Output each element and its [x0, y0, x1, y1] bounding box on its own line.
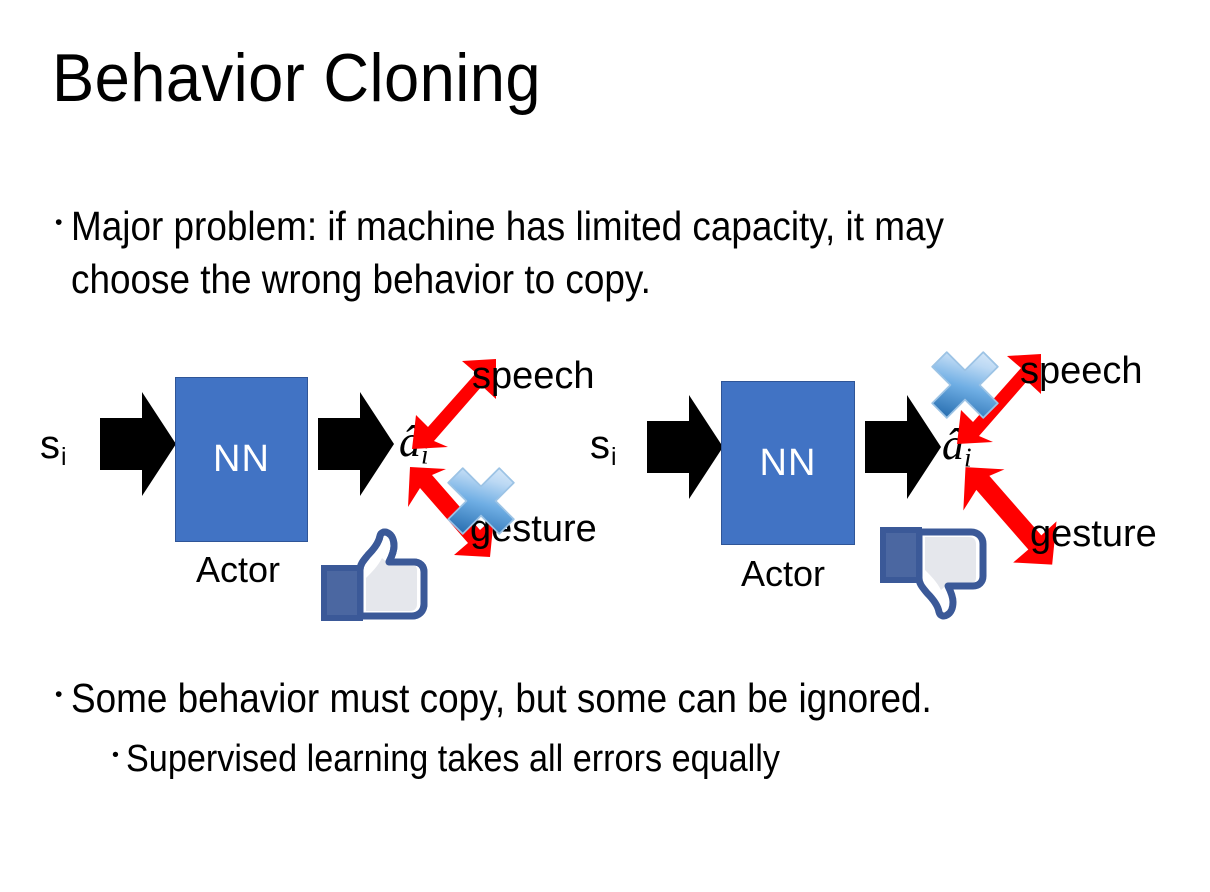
- branch-label-speech-right: speech: [1020, 350, 1143, 392]
- bullet-marker-icon: •: [55, 681, 63, 706]
- arrow-output-left: [318, 392, 394, 496]
- branch-arrow-gesture-right: [961, 465, 1061, 569]
- bullet-text-top: Major problem: if machine has limited ca…: [70, 203, 944, 303]
- diagram-left-good-case: si NN Actor âi speech: [0, 330, 620, 640]
- page-title: Behavior Cloning: [52, 40, 542, 116]
- bullet-text-bottom-level1: Some behavior must copy, but some can be…: [70, 675, 932, 721]
- arrow-input-left: [100, 392, 176, 496]
- bullet-paragraph-top: • Major problem: if machine has limited …: [55, 200, 1155, 307]
- branch-label-speech-left: speech: [472, 355, 595, 397]
- diagram-right-bad-case: si NN Actor âi speech: [575, 330, 1210, 640]
- actor-caption-right: Actor: [741, 553, 826, 594]
- branch-label-gesture-right: gesture: [1030, 513, 1157, 555]
- input-state-label-left: si: [40, 423, 67, 472]
- thumbs-up-icon-left: [316, 528, 428, 622]
- cross-out-icon-speech-right: [922, 342, 1008, 428]
- nn-box-label-left: NN: [213, 438, 270, 480]
- branch-arrow-speech-left: [408, 355, 500, 451]
- bullet-marker-icon: •: [112, 743, 119, 766]
- branch-arrow-gesture-left: [406, 465, 498, 561]
- branch-arrow-speech-right: [953, 350, 1045, 446]
- actor-caption-left: Actor: [196, 549, 281, 590]
- bullet-marker-icon: •: [55, 209, 63, 234]
- bullet-text-bottom-level2: Supervised learning takes all errors equ…: [126, 738, 781, 780]
- arrow-output-right: [865, 395, 941, 499]
- bullet-paragraph-bottom-level2: • Supervised learning takes all errors e…: [112, 735, 1172, 784]
- nn-box-left: NN: [175, 377, 308, 542]
- cross-out-icon-gesture-left: [438, 458, 524, 544]
- bullet-paragraph-bottom-level1: • Some behavior must copy, but some can …: [55, 672, 1175, 725]
- nn-box-right: NN: [721, 381, 855, 545]
- nn-box-label-right: NN: [759, 441, 817, 484]
- input-state-label-right: si: [590, 423, 617, 472]
- arrow-input-right: [647, 395, 723, 499]
- thumbs-down-icon-right: [875, 522, 987, 624]
